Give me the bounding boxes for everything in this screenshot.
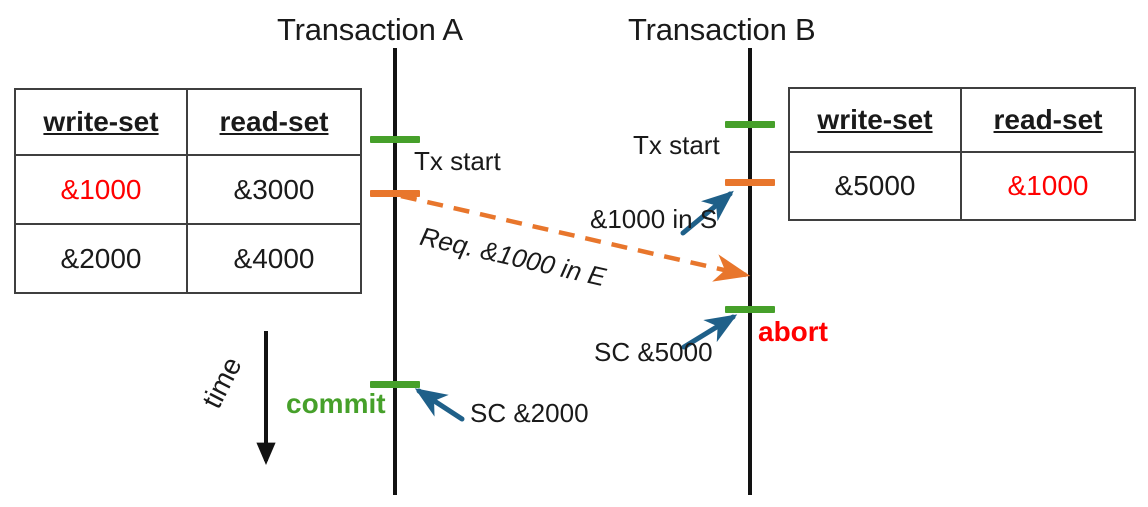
- lifeline-transaction-a: [393, 48, 397, 495]
- table-a-cell-write-1: &2000: [14, 223, 188, 294]
- tick-request-a: [370, 190, 420, 197]
- table-row: write-set read-set: [788, 87, 1136, 153]
- table-row: &2000 &4000: [14, 223, 362, 294]
- tick-tx-start-a: [370, 136, 420, 143]
- table-a-cell-read-1: &4000: [186, 223, 362, 294]
- table-transaction-a: write-set read-set &1000 &3000 &2000 &40…: [14, 88, 362, 294]
- tick-commit-a: [370, 381, 420, 388]
- table-row: write-set read-set: [14, 88, 362, 156]
- label-sc-2000: SC &2000: [470, 398, 589, 428]
- sc-2000-pointer-arrow: [414, 388, 465, 422]
- table-a-cell-write-0: &1000: [14, 154, 188, 225]
- table-a-cell-read-0: &3000: [186, 154, 362, 225]
- table-b-cell-read-0: &1000: [960, 151, 1136, 221]
- table-a-header-read-set: read-set: [186, 88, 362, 156]
- tick-tx-start-b: [725, 121, 775, 128]
- table-row: &5000 &1000: [788, 151, 1136, 221]
- sc-5000-pointer-arrow: [681, 314, 738, 350]
- label-commit: commit: [286, 388, 386, 419]
- transaction-a-title: Transaction A: [277, 12, 463, 47]
- label-tx-start-b: Tx start: [633, 130, 720, 160]
- request-message-arrow: [400, 193, 751, 282]
- table-a-header-write-set: write-set: [14, 88, 188, 156]
- share-pointer-arrow: [680, 190, 734, 236]
- label-tx-start-a: Tx start: [414, 146, 501, 176]
- table-b-cell-write-0: &5000: [788, 151, 962, 221]
- table-b-header-write-set: write-set: [788, 87, 962, 153]
- table-b-header-read-set: read-set: [960, 87, 1136, 153]
- tick-share-b: [725, 179, 775, 186]
- label-abort: abort: [758, 316, 828, 347]
- tick-abort-b: [725, 306, 775, 313]
- table-transaction-b: write-set read-set &5000 &1000: [788, 87, 1136, 221]
- label-1000-in-s: &1000 in S: [590, 204, 718, 234]
- label-sc-5000: SC &5000: [594, 337, 713, 367]
- transaction-b-title: Transaction B: [628, 12, 816, 47]
- table-row: &1000 &3000: [14, 154, 362, 225]
